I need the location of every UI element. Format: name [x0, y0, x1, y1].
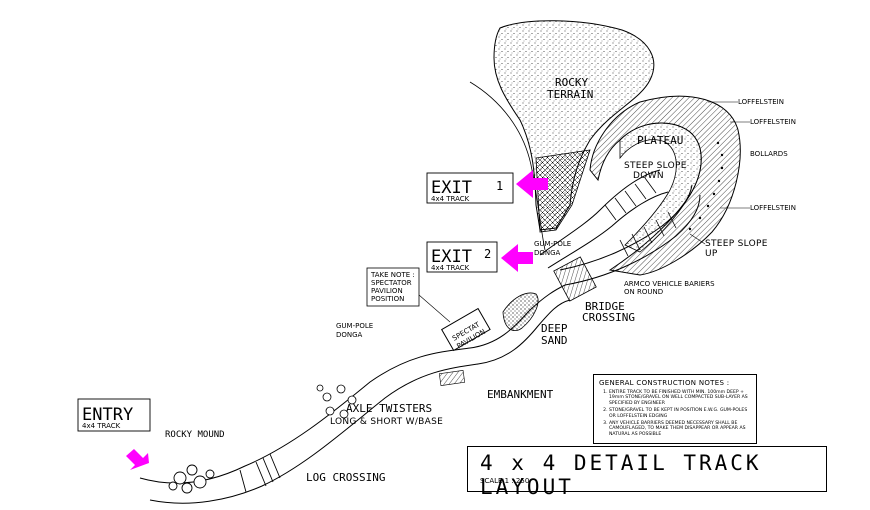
- exit-1-number: 1: [496, 179, 503, 193]
- deep-sand-area: [502, 292, 539, 331]
- log-crossing-label: LOG CROSSING: [306, 471, 385, 484]
- exit-1-title: EXIT: [431, 178, 472, 198]
- gravel-hatch-area: [535, 149, 591, 233]
- axle-twisters-label-2: LONG & SHORT W/BASE: [330, 417, 443, 427]
- take-note-box: [366, 267, 420, 307]
- bridge-crossing-label-1: BRIDGE: [585, 300, 625, 313]
- steep-slope-rungs: [604, 177, 677, 257]
- entry-box: [77, 398, 151, 432]
- deep-sand-label-2: SAND: [541, 334, 568, 347]
- exit-2-arrow: [501, 244, 533, 272]
- plateau-platform: [619, 122, 702, 253]
- gum-pole-donga-right-label-1: GUM-POLE: [534, 240, 571, 248]
- embankment-hatch: [438, 370, 466, 386]
- loffelstein-label-2: LOFFELSTEIN: [750, 118, 796, 126]
- take-note-leader: [418, 294, 451, 323]
- axle-twisters-label-1: AXLE TWISTERS: [346, 402, 432, 415]
- exit-1-box: [426, 172, 514, 204]
- rocky-mound-label: ROCKY MOUND: [165, 430, 225, 440]
- take-note-line-3: PAVILION: [371, 287, 403, 295]
- bridge-crossing-label-2: CROSSING: [582, 311, 635, 324]
- exit-1-arrow: [516, 170, 548, 198]
- deep-sand-label-1: DEEP: [541, 322, 568, 335]
- steep-slope-down-label-2: DOWN: [633, 171, 664, 181]
- title-block: 4 x 4 DETAIL TRACK LAYOUT SCALE 1 : 250: [467, 446, 827, 499]
- bollards-group: [688, 141, 724, 231]
- gum-pole-donga-left-label-2: DONGA: [336, 331, 363, 339]
- take-note-line-2: SPECTATOR: [371, 279, 412, 287]
- note-item: STONE/GRAVEL TO BE KEPT IN POSITION E.W.…: [609, 408, 751, 419]
- terrain-boundary-line: [469, 81, 546, 251]
- axle-twisters-bumps: [316, 384, 357, 419]
- steep-slope-up-label-1: STEEP SLOPE: [705, 239, 768, 249]
- gum-pole-donga-left-label-1: GUM-POLE: [336, 322, 373, 330]
- exit-2-box: [426, 241, 498, 273]
- rocky-terrain-label-2: TERRAIN: [547, 88, 593, 101]
- drawing-scale: SCALE 1 : 250: [480, 477, 530, 485]
- rocky-terrain-label-1: ROCKY: [555, 76, 588, 89]
- exit-2-title: EXIT: [431, 247, 472, 267]
- gum-pole-donga-right-label-2: DONGA: [534, 249, 561, 257]
- log-crossing-rungs: [239, 453, 281, 493]
- rocky-mound: [168, 464, 215, 494]
- loffelstein-label-3: LOFFELSTEIN: [750, 204, 796, 212]
- note-item: ENTIRE TRACK TO BE FINISHED WITH MIN. 10…: [609, 390, 751, 406]
- note-item: ANY VEHICLE BARRIERS DEEMED NECESSARY SH…: [609, 421, 751, 437]
- leader-lines: [689, 101, 750, 245]
- general-construction-notes: GENERAL CONSTRUCTION NOTES : ENTIRE TRAC…: [593, 374, 757, 444]
- embankment-label: EMBANKMENT: [487, 388, 554, 401]
- armco-label-2: ON ROUND: [624, 288, 663, 296]
- bollards-label: BOLLARDS: [750, 150, 788, 158]
- steep-slope-up-label-2: UP: [705, 249, 718, 259]
- entry-sub: 4x4 TRACK: [82, 422, 121, 430]
- exit-2-number: 2: [484, 247, 491, 261]
- entry-title: ENTRY: [82, 405, 133, 425]
- exit-1-sub: 4x4 TRACK: [431, 195, 470, 203]
- entry-arrow: [126, 449, 149, 470]
- spectator-pavilion: [440, 307, 491, 352]
- take-note-line-1: TAKE NOTE :: [370, 271, 415, 279]
- take-note-line-4: POSITION: [371, 295, 404, 303]
- exit-2-sub: 4x4 TRACK: [431, 264, 470, 272]
- steep-slope-down-label-1: STEEP SLOPE: [624, 161, 687, 171]
- armco-label-1: ARMCO VEHICLE BARIERS: [624, 280, 715, 288]
- notes-title: GENERAL CONSTRUCTION NOTES :: [599, 379, 730, 387]
- bridge-crossing: [553, 256, 597, 302]
- drawing-title: 4 x 4 DETAIL TRACK LAYOUT: [480, 451, 762, 499]
- notes-list: ENTIRE TRACK TO BE FINISHED WITH MIN. 10…: [599, 390, 751, 437]
- loffelstein-label-1: LOFFELSTEIN: [738, 98, 784, 106]
- plateau-label: PLATEAU: [637, 134, 683, 147]
